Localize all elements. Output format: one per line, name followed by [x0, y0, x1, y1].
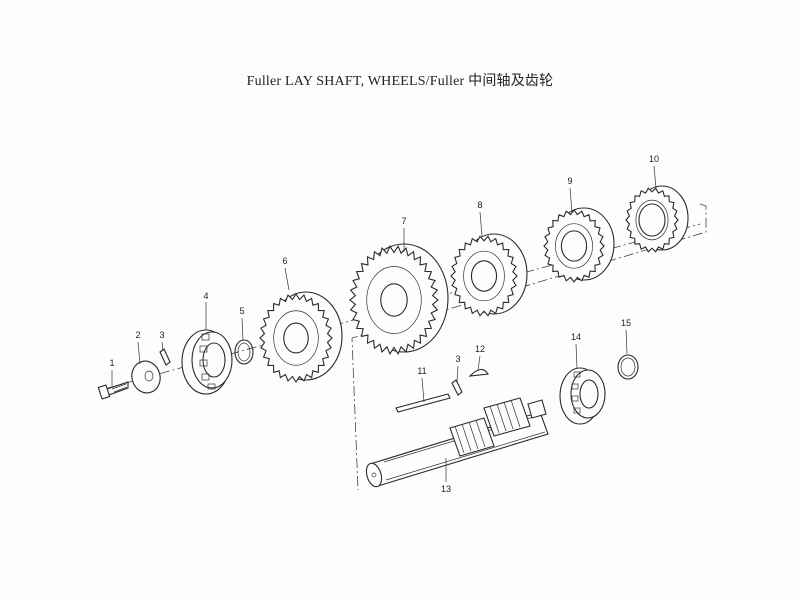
part-12-woodruff-key [468, 368, 489, 377]
part-15-circlip [617, 354, 639, 380]
callout-3: 3 [159, 330, 164, 340]
callout-7: 7 [401, 216, 406, 226]
callout-9: 9 [567, 176, 572, 186]
part-6-gear [259, 291, 343, 384]
part-13-lay-shaft [365, 397, 549, 488]
part-4-bearing [181, 329, 233, 395]
diagram-title: Fuller LAY SHAFT, WHEELS/Fuller 中间轴及齿轮 [246, 74, 554, 89]
callout-3-lower: 3 [455, 354, 460, 364]
assembly-frame-line [351, 203, 707, 491]
callout-6: 6 [282, 256, 287, 266]
callout-10: 10 [649, 154, 659, 164]
callout-15: 15 [621, 318, 631, 328]
part-7-gear [349, 243, 449, 355]
callout-1: 1 [109, 358, 114, 368]
callout-4: 4 [203, 291, 208, 301]
part-5-circlip [234, 339, 254, 365]
part-3-pin [159, 348, 171, 366]
callout-2: 2 [135, 330, 140, 340]
callout-5: 5 [239, 306, 244, 316]
callout-14: 14 [571, 332, 581, 342]
part-8-gear [450, 233, 528, 317]
part-1-bolt [97, 381, 129, 400]
callout-11: 11 [417, 366, 426, 376]
part-11-key [395, 393, 451, 413]
callout-13: 13 [441, 484, 451, 494]
part-10-gear [625, 185, 689, 253]
callout-8: 8 [477, 200, 482, 210]
part-9-gear [543, 207, 615, 283]
callout-numbers: 1 2 3 4 5 6 7 8 9 10 11 3 12 13 14 15 [109, 154, 659, 494]
part-3-lower-pin [451, 379, 463, 396]
part-2-cap [131, 360, 161, 394]
callout-12: 12 [475, 344, 485, 354]
leader-lines [111, 165, 657, 482]
part-14-bearing [559, 367, 606, 425]
